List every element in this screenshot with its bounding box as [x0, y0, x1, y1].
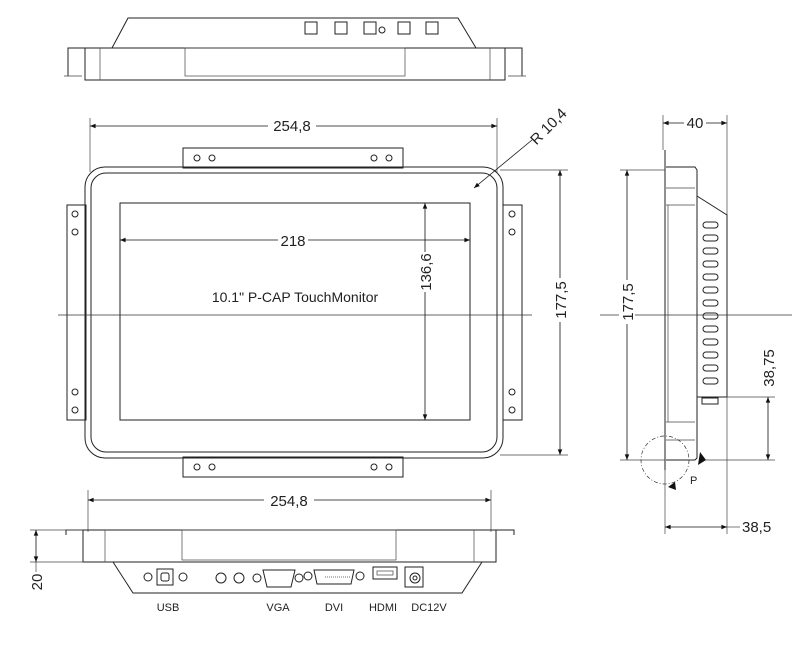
connector-label-usb: USB	[157, 602, 180, 614]
front-view: 254,8 218 136,6 10.1" P-CAP TouchMonitor…	[58, 105, 570, 478]
side-depth-label: 40	[687, 115, 704, 132]
usb-port	[143, 568, 188, 586]
side-offset-label: 38,75	[761, 349, 778, 387]
bottom-width-label: 254,8	[270, 493, 308, 510]
vga-port	[252, 569, 304, 588]
connector-label-dc12v: DC12V	[411, 602, 447, 614]
screen-height-label: 136,6	[418, 253, 435, 291]
dvi-port	[303, 569, 365, 585]
top-view	[64, 17, 526, 81]
side-bezel-depth-label: 38,5	[742, 519, 771, 536]
connector-label-dvi: DVI	[325, 602, 343, 614]
bottom-depth-label: 20	[29, 574, 46, 591]
bottom-view: 254,8 20	[29, 490, 515, 614]
model-title: 10.1" P-CAP TouchMonitor	[212, 289, 379, 305]
control-buttons	[304, 21, 439, 35]
screen-area	[119, 202, 471, 421]
front-width-label: 254,8	[273, 118, 311, 135]
connector-label-hdmi: HDMI	[369, 602, 397, 614]
corner-radius-label: R 10,4	[527, 105, 570, 148]
dc-power-port	[404, 566, 424, 588]
connector-label-vga: VGA	[266, 602, 290, 614]
hdmi-port	[372, 566, 398, 580]
screen-width-label: 218	[280, 233, 305, 250]
audio-ports	[215, 572, 245, 584]
front-height-label: 177,5	[553, 281, 570, 319]
side-view: 40 177,5	[600, 114, 792, 536]
side-height-label: 177,5	[620, 283, 637, 321]
detail-marker-label: P	[690, 475, 697, 487]
vent-slots	[701, 221, 719, 405]
